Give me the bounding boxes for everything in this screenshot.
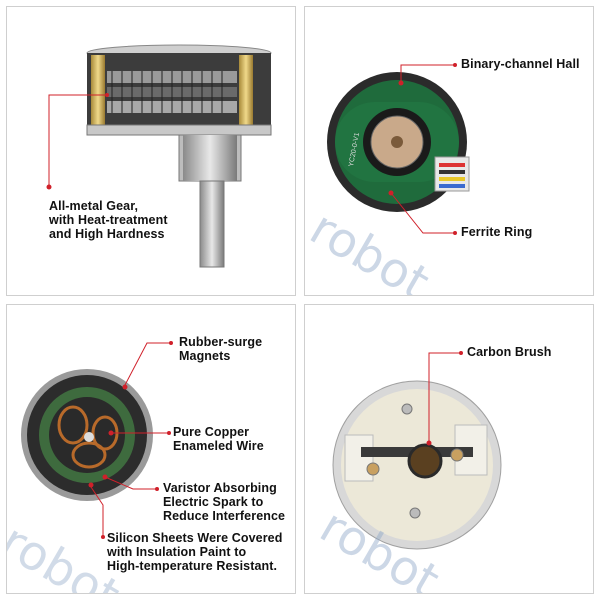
label-varistor: Varistor Absorbing Electric Spark to Red… xyxy=(163,481,286,523)
label-pure-copper-wire: Pure Copper Enameled Wire xyxy=(173,425,264,453)
label-rubber-surge-magnets: Rubber-surge Magnets xyxy=(179,335,263,363)
label-carbon-brush: Carbon Brush xyxy=(467,345,552,359)
panel-motor-interior: robot Rubber-surge Magnets Pure Copper E… xyxy=(6,304,296,594)
watermark: robot xyxy=(305,200,438,296)
label-binary-channel-hall: Binary-channel Hall xyxy=(461,57,580,71)
panel-carbon-brush: robot Carbon Brush xyxy=(304,304,594,594)
carbon-brush-illustration: robot xyxy=(311,351,502,593)
label-all-metal-gear: All-metal Gear, with Heat-treatment and … xyxy=(49,199,168,241)
label-ferrite-ring: Ferrite Ring xyxy=(461,225,533,239)
motor-interior-illustration: robot xyxy=(7,341,173,593)
panel-encoder: YC20-0-V1 robot Binary-channel Hall Ferr… xyxy=(304,6,594,296)
label-silicon-sheets: Silicon Sheets Were Covered with Insulat… xyxy=(107,531,283,573)
panel-gearbox: All-metal Gear, with Heat-treatment and … xyxy=(6,6,296,296)
gearbox-illustration xyxy=(46,44,272,268)
encoder-illustration: YC20-0-V1 robot xyxy=(305,63,470,296)
